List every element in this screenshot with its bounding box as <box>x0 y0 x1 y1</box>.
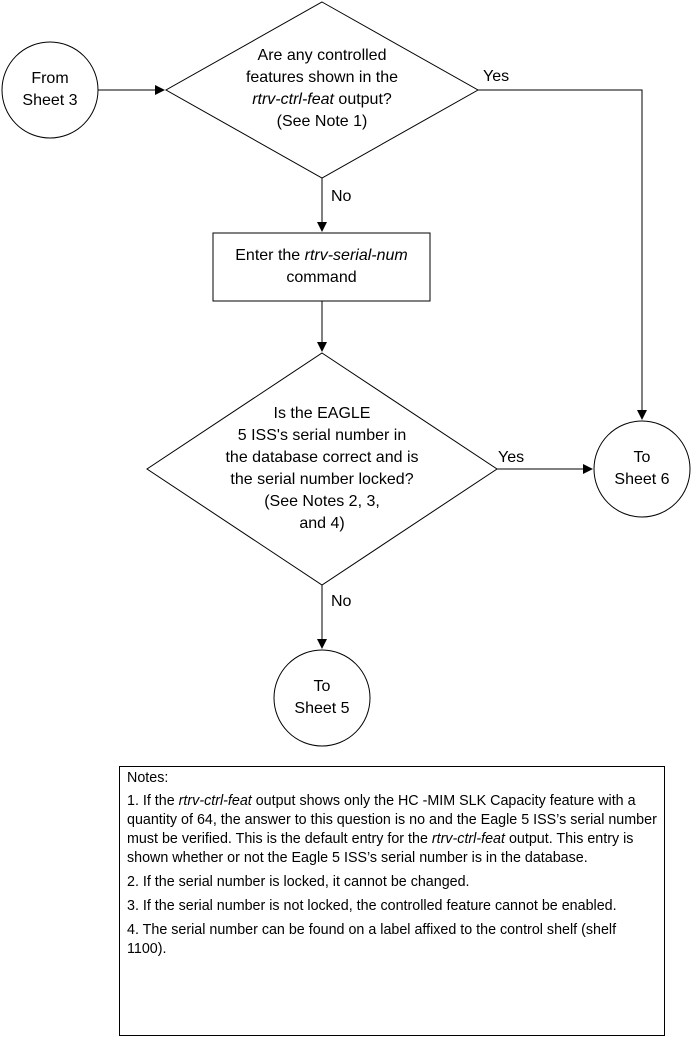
decision2-line6: and 4) <box>299 515 345 532</box>
decision2-line3: the database correct and is <box>225 449 419 466</box>
to-sheet6-label: To Sheet 6 <box>594 447 690 491</box>
notes-box: Notes: 1. If the rtrv-ctrl-feat output s… <box>119 766 665 1036</box>
decision1-line1: Are any controlled <box>257 47 387 64</box>
to-sheet5-line2: Sheet 5 <box>294 700 350 717</box>
note-2: 2. If the serial number is locked, it ca… <box>127 874 470 890</box>
process1-line1: Enter the rtrv-serial-num <box>213 245 430 267</box>
decision2-line1: Is the EAGLE <box>273 405 371 422</box>
process1-line1-pre: Enter the <box>235 247 305 264</box>
to-sheet5-line1: To <box>313 678 331 695</box>
decision2-line2: 5 ISS's serial number in <box>237 427 407 444</box>
decision1-yes-label: Yes <box>483 68 510 85</box>
note-1-command-1: rtrv-ctrl-feat <box>178 793 252 809</box>
decision1-line3-rest: output? <box>333 91 392 108</box>
decision2-yes-label: Yes <box>498 449 525 466</box>
arrow-decision1-yes <box>478 89 647 420</box>
note-4: 4. The serial number can be found on a l… <box>127 922 617 957</box>
decision1-command: rtrv-ctrl-feat <box>252 91 334 108</box>
note-1: 1. If the rtrv-ctrl-feat output shows on… <box>127 792 657 868</box>
decision2-no-label: No <box>331 593 352 610</box>
note-1-part-b: output shows only the HC -MIM SLK Capaci… <box>127 793 657 847</box>
process1-command: rtrv-serial-num <box>304 247 408 264</box>
decision1-line2: features shown in the <box>245 69 399 86</box>
decision1-line3: rtrv-ctrl-feat output? <box>216 89 428 111</box>
note-1-part-a: 1. If the <box>127 793 179 809</box>
from-sheet3-line2: Sheet 3 <box>22 92 78 109</box>
to-sheet6-line2: Sheet 6 <box>614 471 670 488</box>
decision2-line4: the serial number locked? <box>230 471 414 488</box>
decision2-line5: (See Notes 2, 3, <box>264 493 380 510</box>
process1-line2: command <box>286 269 357 286</box>
decision1-line4: (See Note 1) <box>276 113 368 130</box>
process1-text: Enter the rtrv-serial-num command <box>213 245 430 289</box>
to-sheet6-circle <box>593 420 691 518</box>
note-1-part-c: output. This entry is shown whether or n… <box>127 831 634 866</box>
process1-box <box>212 232 431 302</box>
decision2-text: Is the EAGLE 5 ISS's serial number in th… <box>192 403 452 535</box>
note-3: 3. If the serial number is not locked, t… <box>127 898 617 914</box>
notes-title: Notes: <box>127 770 169 786</box>
from-sheet3-line1: From <box>31 70 69 87</box>
to-sheet5-label: To Sheet 5 <box>274 676 370 720</box>
from-sheet3-label: From Sheet 3 <box>2 68 98 112</box>
to-sheet6-line1: To <box>633 449 651 466</box>
decision1-text: Are any controlled features shown in the… <box>216 45 428 133</box>
decision1-no-label: No <box>331 188 352 205</box>
note-1-command-2: rtrv-ctrl-feat <box>431 831 505 847</box>
to-sheet5-circle <box>273 649 371 747</box>
